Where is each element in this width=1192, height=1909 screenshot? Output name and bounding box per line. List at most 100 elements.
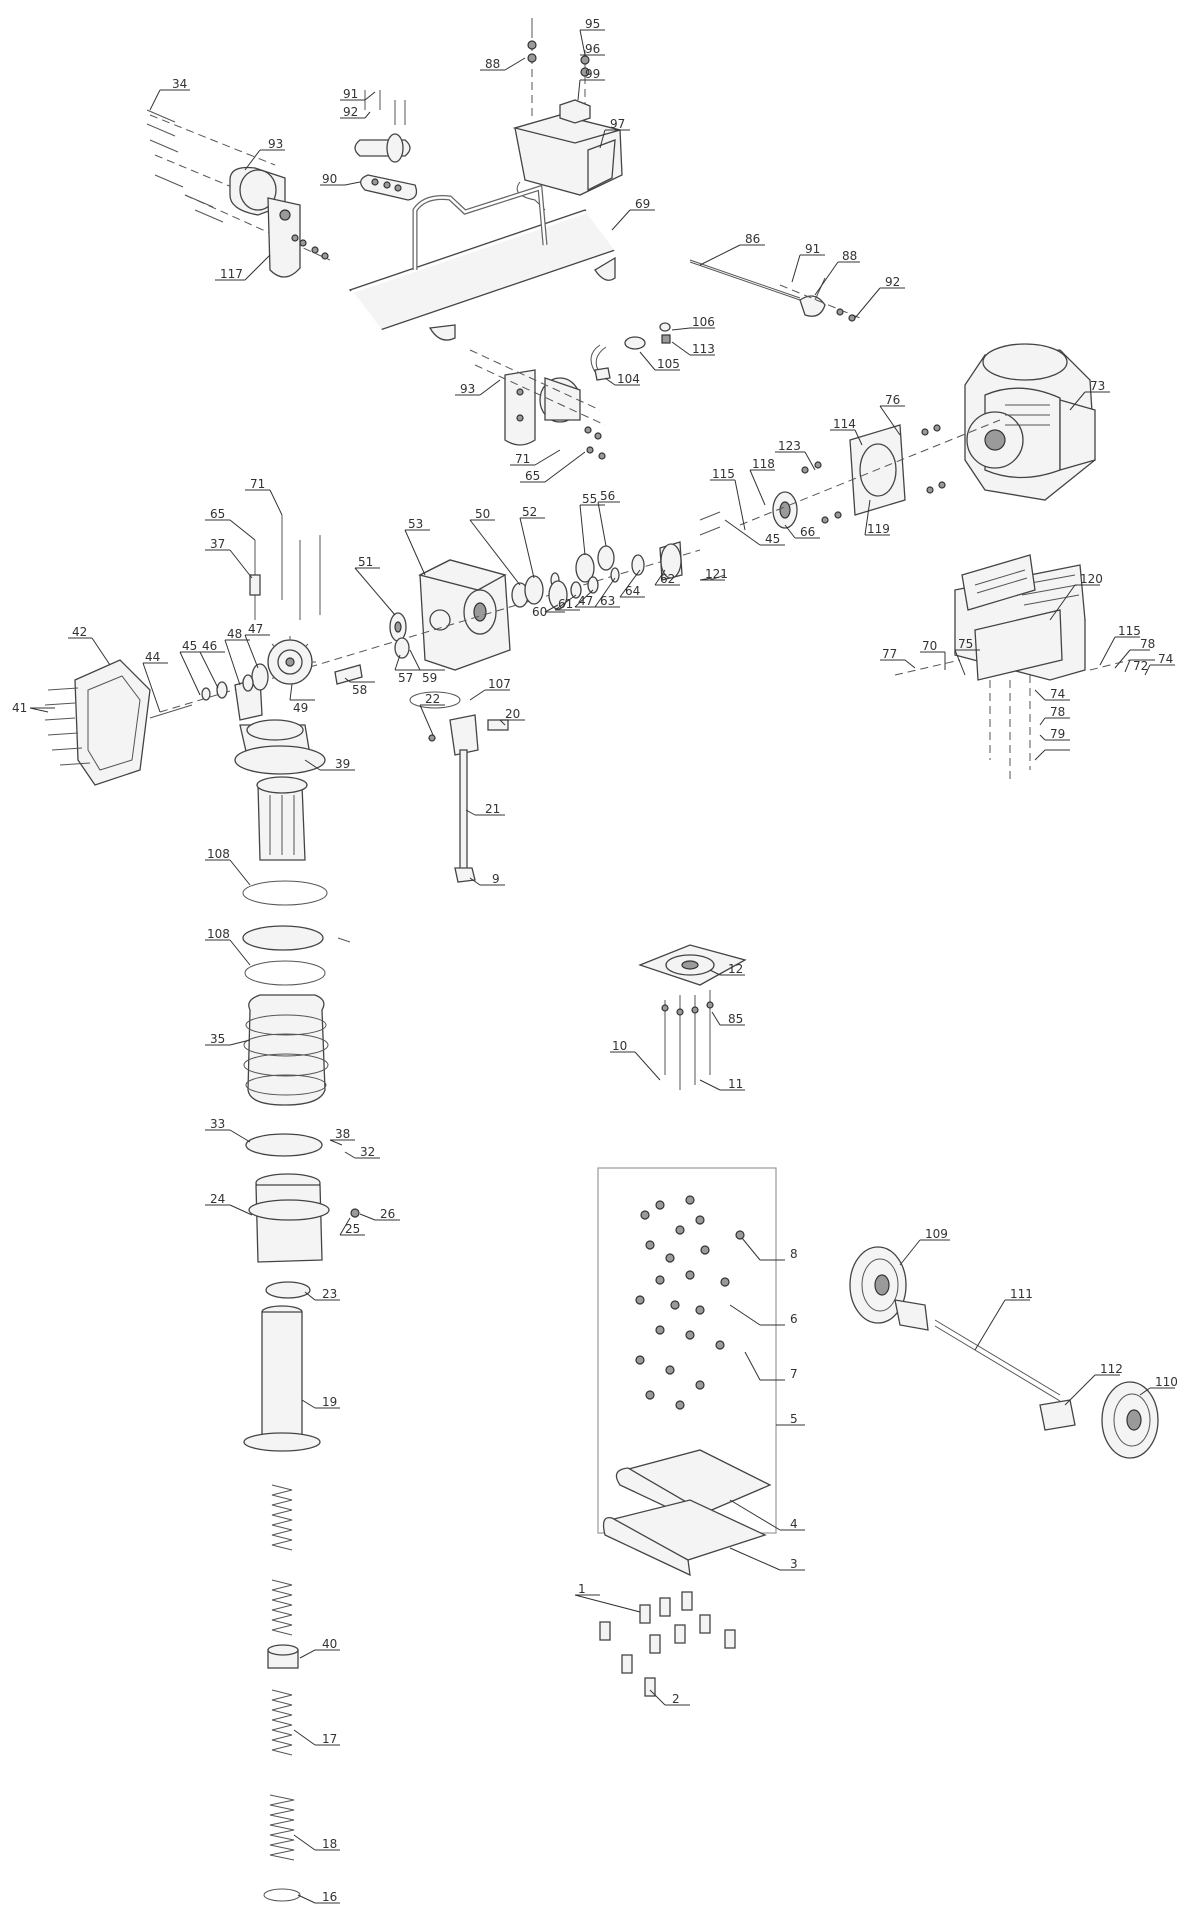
- foot-bolts: [599, 1591, 736, 1697]
- label-78: 78: [1140, 637, 1155, 651]
- label-95: 95: [585, 17, 600, 31]
- wheel-kit: [849, 1246, 1159, 1459]
- label-111: 111: [1010, 1287, 1033, 1301]
- label-8: 8: [790, 1247, 798, 1261]
- label-24: 24: [210, 1192, 225, 1206]
- label-59: 59: [422, 671, 437, 685]
- label-91: 91: [343, 87, 358, 101]
- handle-mount-left: [146, 109, 331, 278]
- label-60: 60: [532, 605, 547, 619]
- label-22: 22: [425, 692, 440, 706]
- crank-gear: [149, 515, 321, 721]
- label-10: 10: [612, 1039, 627, 1053]
- handle-frame: [348, 184, 620, 341]
- throttle-lever: [689, 259, 861, 322]
- label-9: 9: [492, 872, 500, 886]
- label-114: 114: [833, 417, 856, 431]
- label-108: 108: [207, 847, 230, 861]
- label-7: 7: [790, 1367, 798, 1381]
- label-123: 123: [778, 439, 801, 453]
- label-19: 19: [322, 1395, 337, 1409]
- label-66: 66: [800, 525, 815, 539]
- label-112: 112: [1100, 1362, 1123, 1376]
- label-97: 97: [610, 117, 625, 131]
- label-25: 25: [345, 1222, 360, 1236]
- leader-lines: [29, 29, 1175, 1904]
- label-61: 61: [558, 597, 573, 611]
- label-5: 5: [790, 1412, 798, 1426]
- label-26: 26: [380, 1207, 395, 1221]
- part-number-labels: 34 91 92 93 90 117 88 95 96 99 97 69 86 …: [12, 17, 1178, 1904]
- label-1: 1: [578, 1582, 586, 1596]
- label-38: 38: [335, 1127, 350, 1141]
- label-115b: 115: [1118, 624, 1141, 638]
- label-2: 2: [672, 1692, 680, 1706]
- bellows: [242, 880, 351, 1157]
- gear-cover: [44, 659, 151, 786]
- label-12: 12: [728, 962, 743, 976]
- label-46: 46: [202, 639, 217, 653]
- piston-plate: [638, 944, 747, 1090]
- label-93b: 93: [460, 382, 475, 396]
- label-71b: 71: [250, 477, 265, 491]
- guide-cylinder: [248, 1173, 360, 1299]
- label-58: 58: [352, 683, 367, 697]
- label-88: 88: [485, 57, 500, 71]
- engine-base: [894, 554, 1131, 780]
- label-16: 16: [322, 1890, 337, 1904]
- fuel-tank: [512, 18, 623, 211]
- clutch-flange: [699, 419, 1001, 581]
- label-32: 32: [360, 1145, 375, 1159]
- label-39: 39: [335, 757, 350, 771]
- handle-mount-right: [469, 349, 606, 460]
- label-45: 45: [765, 532, 780, 546]
- label-21: 21: [485, 802, 500, 816]
- label-105: 105: [657, 357, 680, 371]
- gearbox-housing: [418, 559, 511, 671]
- label-45b: 45: [182, 639, 197, 653]
- label-117: 117: [220, 267, 243, 281]
- label-96: 96: [585, 42, 600, 56]
- label-69: 69: [635, 197, 650, 211]
- label-3: 3: [790, 1557, 798, 1571]
- label-63: 63: [600, 594, 615, 608]
- engine: [964, 343, 1096, 501]
- label-40: 40: [322, 1637, 337, 1651]
- label-50: 50: [475, 507, 490, 521]
- label-35: 35: [210, 1032, 225, 1046]
- foot-kit: [597, 1167, 777, 1577]
- label-47b: 47: [248, 622, 263, 636]
- label-57: 57: [398, 671, 413, 685]
- label-115: 115: [712, 467, 735, 481]
- guide-tube: [243, 1305, 321, 1452]
- label-74: 74: [1158, 652, 1173, 666]
- label-33: 33: [210, 1117, 225, 1131]
- label-65b: 65: [210, 507, 225, 521]
- label-47: 47: [578, 594, 593, 608]
- label-86: 86: [745, 232, 760, 246]
- label-73: 73: [1090, 379, 1105, 393]
- label-51: 51: [358, 555, 373, 569]
- label-113: 113: [692, 342, 715, 356]
- label-71: 71: [515, 452, 530, 466]
- label-106: 106: [692, 315, 715, 329]
- label-110: 110: [1155, 1375, 1178, 1389]
- label-121: 121: [705, 567, 728, 581]
- label-90: 90: [322, 172, 337, 186]
- label-76: 76: [885, 393, 900, 407]
- label-4: 4: [790, 1517, 798, 1531]
- label-72: 72: [1133, 659, 1148, 673]
- label-65: 65: [525, 469, 540, 483]
- label-64: 64: [625, 584, 640, 598]
- label-34: 34: [172, 77, 187, 91]
- label-53: 53: [408, 517, 423, 531]
- label-120: 120: [1080, 572, 1103, 586]
- label-75: 75: [958, 637, 973, 651]
- crankcase-head: [234, 719, 326, 861]
- label-107: 107: [488, 677, 511, 691]
- label-20: 20: [505, 707, 520, 721]
- label-17: 17: [322, 1732, 337, 1746]
- label-18: 18: [322, 1837, 337, 1851]
- label-77: 77: [882, 647, 897, 661]
